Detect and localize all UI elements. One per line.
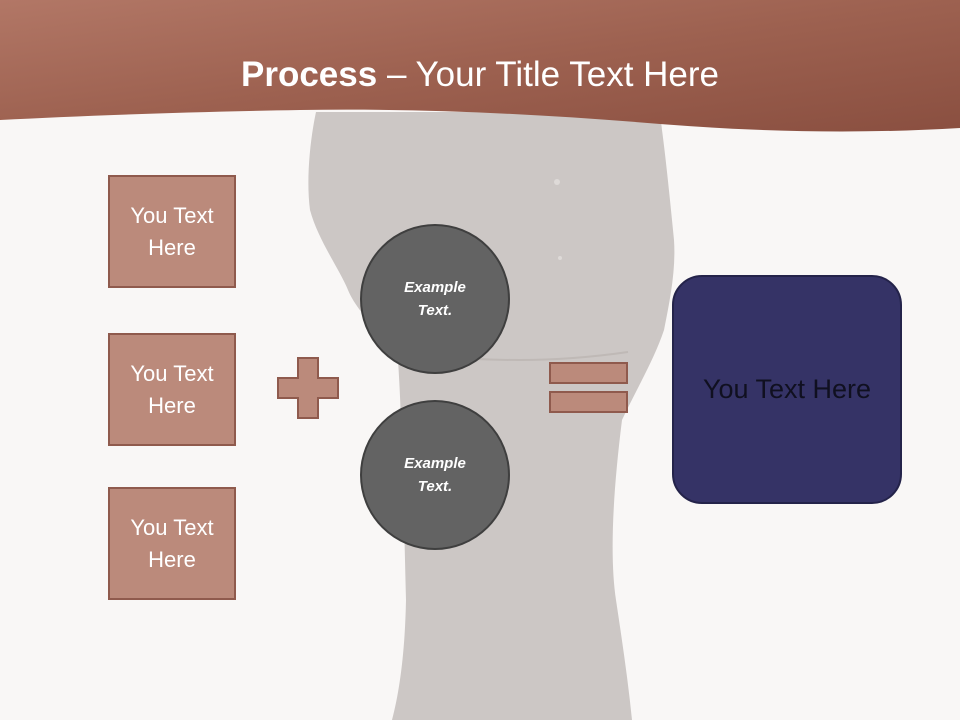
input-box-label: You Text Here <box>130 202 214 260</box>
input-box-label: You Text Here <box>130 360 214 418</box>
input-box-label: You Text Here <box>130 514 214 572</box>
header-band <box>0 0 960 132</box>
result-box[interactable]: You Text Here <box>672 275 902 504</box>
result-label: You Text Here <box>702 374 872 404</box>
example-circle-1[interactable]: Example Text. <box>360 224 510 374</box>
circle-label: Example Text. <box>404 279 466 319</box>
title-rest: – Your Title Text Here <box>377 55 719 94</box>
slide-title: Process – Your Title Text Here <box>0 50 960 100</box>
input-box-3[interactable]: You Text Here <box>108 487 236 600</box>
equals-icon <box>549 362 628 413</box>
circle-label: Example Text. <box>404 455 466 495</box>
example-circle-2[interactable]: Example Text. <box>360 400 510 550</box>
title-bold: Process <box>241 55 378 94</box>
input-box-1[interactable]: You Text Here <box>108 175 236 288</box>
plus-icon <box>277 357 339 419</box>
input-box-2[interactable]: You Text Here <box>108 333 236 446</box>
